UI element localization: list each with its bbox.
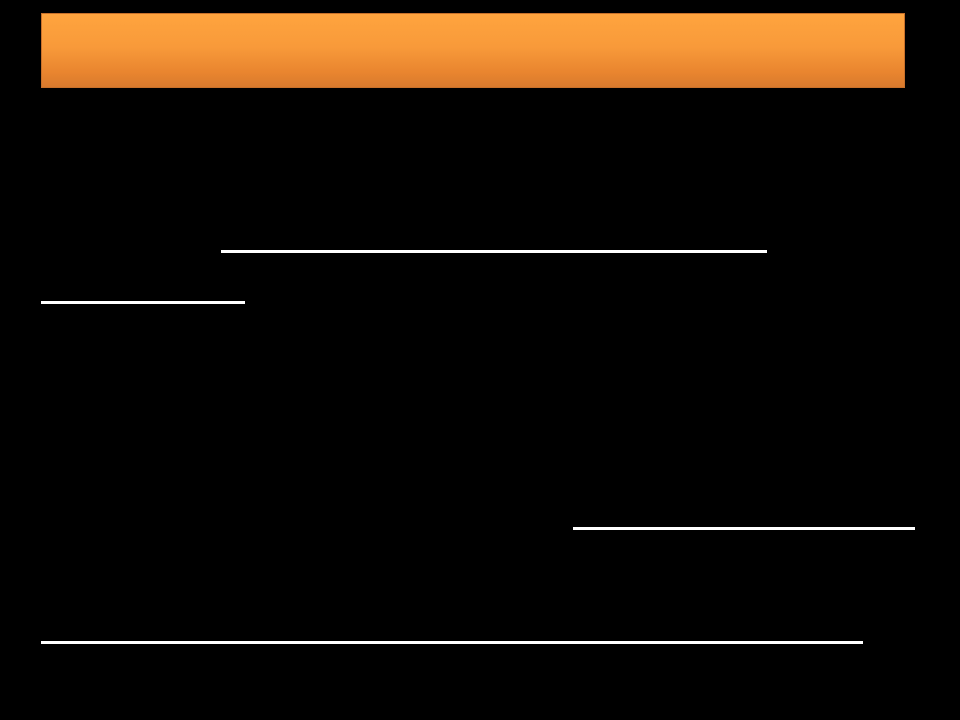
slide-title-bar (41, 13, 905, 88)
fill-in-blank-line (221, 250, 767, 253)
fill-in-blank-line (573, 527, 915, 530)
fill-in-blank-line (41, 301, 245, 304)
fill-in-blank-line (41, 641, 863, 644)
